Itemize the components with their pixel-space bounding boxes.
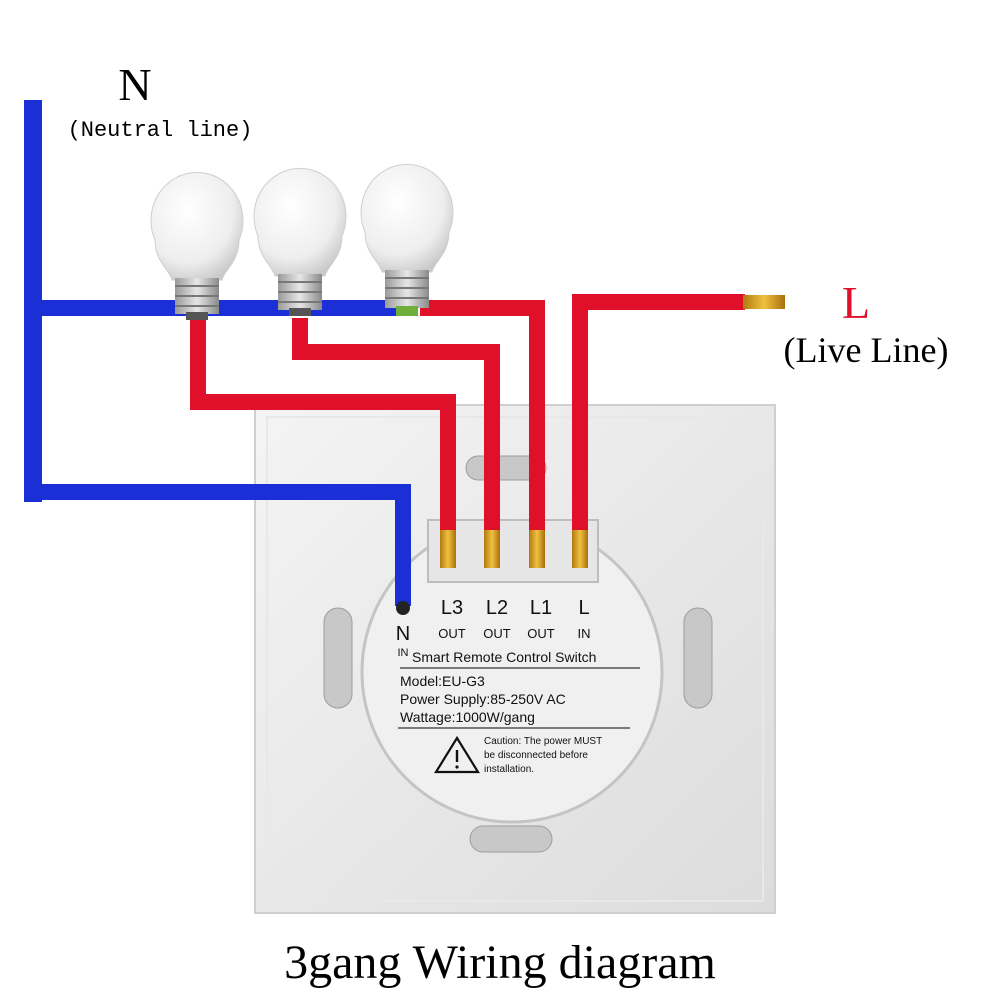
terminal-l2-sub: OUT xyxy=(483,626,511,641)
warning-triangle-icon xyxy=(434,735,480,774)
terminal-labels: L3 OUT L2 OUT L1 OUT L IN N IN xyxy=(396,597,591,659)
label-title: Smart Remote Control Switch xyxy=(412,649,596,665)
label-caution-line2: be disconnected before xyxy=(484,750,588,761)
terminal-l1-sub: OUT xyxy=(527,626,555,641)
terminal-l3-name: L3 xyxy=(441,597,463,619)
right-mount-slot xyxy=(683,607,713,709)
neutral-wire-switch xyxy=(33,484,411,606)
live-caption: (Live Line) xyxy=(784,330,949,370)
live-wire-l1 xyxy=(420,300,545,532)
diagram-caption: 3gang Wiring diagram xyxy=(284,936,716,989)
terminal-l-name: L xyxy=(578,597,589,619)
terminal-n-name: N xyxy=(396,623,410,645)
live-letter: L xyxy=(842,277,870,328)
label-wattage: Wattage:1000W/gang xyxy=(400,709,535,725)
terminal-l3-sub: OUT xyxy=(438,626,466,641)
product-label: Smart Remote Control Switch Model:EU-G3 … xyxy=(398,649,640,775)
live-wire-l2 xyxy=(292,318,500,532)
light-bulb-icon xyxy=(360,163,454,316)
terminal-l1-name: L1 xyxy=(530,597,552,619)
label-power: Power Supply:85-250V AC xyxy=(400,691,566,707)
terminal-posts xyxy=(396,530,588,615)
terminal-l2-name: L2 xyxy=(486,597,508,619)
terminal-n-sub: IN xyxy=(398,647,409,659)
live-wire-l-in xyxy=(572,294,745,532)
label-model: Model:EU-G3 xyxy=(400,673,485,689)
label-caution-line3: installation. xyxy=(484,764,534,775)
bottom-mount-slot xyxy=(469,825,553,853)
live-wire-l3 xyxy=(190,320,456,532)
left-mount-slot xyxy=(323,607,353,709)
live-wires xyxy=(190,294,745,532)
terminal-l-sub: IN xyxy=(578,626,591,641)
label-caution-line1: Caution: The power MUST xyxy=(484,736,602,747)
neutral-letter: N xyxy=(118,59,151,110)
switch-module xyxy=(360,519,664,824)
neutral-caption: (Neutral line) xyxy=(68,118,253,143)
live-wire-tip xyxy=(743,295,785,309)
light-bulb-icon xyxy=(150,171,244,320)
light-bulb-icon xyxy=(253,167,347,316)
